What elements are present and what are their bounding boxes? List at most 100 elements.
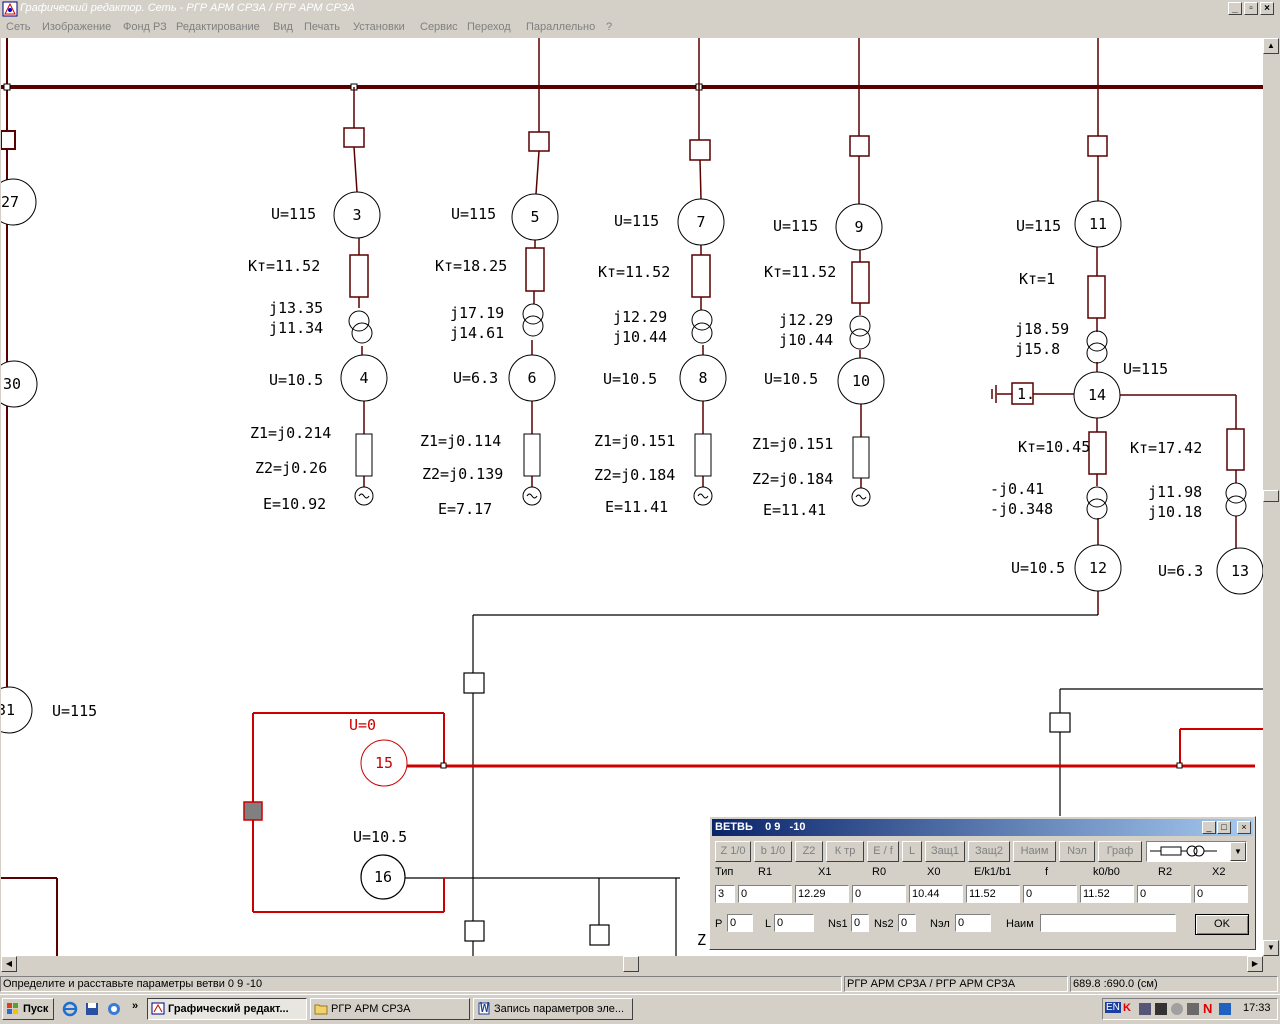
- scroll-down-button[interactable]: ▼: [1263, 940, 1279, 956]
- schematic-diagram[interactable]: U=115 Кт=11.52 j13.35 j11.34 U=10.5 Z1=j…: [1, 38, 1263, 956]
- menu-item-image[interactable]: Изображение: [42, 21, 112, 33]
- monitor-icon[interactable]: [1155, 1003, 1167, 1015]
- tab-b10[interactable]: b 1/0: [754, 841, 792, 862]
- node-3[interactable]: 3: [352, 206, 361, 224]
- tab-ef[interactable]: E / f: [867, 841, 899, 862]
- r2-field[interactable]: 0: [1137, 885, 1191, 903]
- node-5[interactable]: 5: [530, 208, 539, 226]
- selected-node-handle[interactable]: [243, 801, 263, 821]
- branch-9-10[interactable]: [849, 38, 870, 488]
- restore-button[interactable]: ▫: [1244, 2, 1258, 15]
- r1-field[interactable]: 0: [738, 885, 792, 903]
- e-k1-b1-field[interactable]: 11.52: [966, 885, 1020, 903]
- node-15[interactable]: 15: [375, 754, 393, 772]
- menu-item-print[interactable]: Печать: [304, 21, 341, 33]
- close-button[interactable]: ×: [1260, 2, 1274, 15]
- ns2-field[interactable]: 0: [898, 914, 916, 932]
- dialog-close-button[interactable]: ×: [1237, 821, 1251, 834]
- node-30[interactable]: 30: [3, 375, 21, 393]
- label-e-8: E=11.41: [605, 498, 668, 516]
- node-11[interactable]: 11: [1089, 215, 1107, 233]
- tray-app-icon[interactable]: [1187, 1003, 1199, 1015]
- ns1-field[interactable]: 0: [851, 914, 869, 932]
- norton-icon[interactable]: N: [1203, 1001, 1213, 1016]
- x1-field[interactable]: 12.29: [795, 885, 849, 903]
- network-icon[interactable]: [1139, 1003, 1151, 1015]
- node-10[interactable]: 10: [852, 372, 870, 390]
- tab-name[interactable]: Наим: [1013, 841, 1056, 862]
- horizontal-scrollbar[interactable]: ◀ ▶: [1, 956, 1263, 972]
- tab-zash2[interactable]: Защ2: [968, 841, 1010, 862]
- x0-field[interactable]: 10.44: [909, 885, 963, 903]
- tab-l[interactable]: L: [902, 841, 922, 862]
- menu-item-rz-fund[interactable]: Фонд РЗ: [123, 21, 167, 33]
- scroll-right-button[interactable]: ▶: [1247, 956, 1263, 972]
- menu-item-help[interactable]: ?: [606, 21, 613, 33]
- chevron-down-icon[interactable]: ▼: [1230, 842, 1246, 861]
- speaker-icon[interactable]: [1171, 1003, 1183, 1015]
- branch-7-8[interactable]: [689, 38, 711, 487]
- ie-icon[interactable]: [62, 1001, 78, 1017]
- tab-nel[interactable]: Nэл: [1059, 841, 1095, 862]
- outlook-icon[interactable]: [106, 1001, 122, 1017]
- p-field[interactable]: 0: [727, 914, 753, 932]
- l-field[interactable]: 0: [774, 914, 814, 932]
- node-16[interactable]: 16: [374, 868, 392, 886]
- tab-z10[interactable]: Z 1/0: [715, 841, 751, 862]
- node-27[interactable]: 27: [1, 193, 19, 211]
- branch-type-select[interactable]: ▼: [1146, 841, 1247, 862]
- menu-item-network[interactable]: Сеть: [6, 21, 31, 33]
- minimize-button[interactable]: _: [1228, 2, 1242, 15]
- task-graphic-editor[interactable]: Графический редакт...: [147, 998, 307, 1020]
- node-13[interactable]: 13: [1231, 562, 1249, 580]
- breaker-left[interactable]: [1, 130, 16, 150]
- lower-network[interactable]: [360, 614, 1263, 956]
- node-14[interactable]: 14: [1088, 386, 1106, 404]
- node-6[interactable]: 6: [527, 369, 536, 387]
- dialog-minimize-button[interactable]: _: [1202, 821, 1216, 834]
- save-disk-icon[interactable]: [84, 1001, 100, 1017]
- menu-item-view[interactable]: Вид: [273, 21, 293, 33]
- node-9[interactable]: 9: [854, 218, 863, 236]
- branch-5-6[interactable]: [525, 38, 550, 487]
- x2-field[interactable]: 0: [1194, 885, 1248, 903]
- menu-item-goto[interactable]: Переход: [467, 21, 511, 33]
- branch-11-14-12[interactable]: [991, 38, 1245, 615]
- tab-ktr[interactable]: К тр: [826, 841, 864, 862]
- dialog-maximize-button[interactable]: □: [1217, 821, 1231, 834]
- menu-item-settings[interactable]: Установки: [353, 21, 405, 33]
- node-4[interactable]: 4: [359, 369, 368, 387]
- scroll-up-button[interactable]: ▲: [1263, 38, 1279, 54]
- branch-3-4[interactable]: [343, 87, 369, 487]
- antivirus-icon[interactable]: K: [1123, 1002, 1131, 1014]
- task-rgr-arm-srza[interactable]: РГР АРМ СРЗА: [310, 998, 470, 1020]
- type-field[interactable]: 3: [715, 885, 735, 903]
- menu-item-service[interactable]: Сервис: [420, 21, 458, 33]
- start-button[interactable]: Пуск: [2, 998, 54, 1020]
- node-31[interactable]: 31: [1, 701, 15, 719]
- menu-item-parallel[interactable]: Параллельно: [526, 21, 596, 33]
- node-8[interactable]: 8: [698, 369, 707, 387]
- tab-zash1[interactable]: Защ1: [925, 841, 965, 862]
- name-field[interactable]: [1040, 914, 1176, 932]
- task-record-params[interactable]: W Запись параметров эле...: [473, 998, 633, 1020]
- horizontal-scroll-thumb[interactable]: [623, 956, 639, 972]
- scroll-left-button[interactable]: ◀: [1, 956, 17, 972]
- vertical-scroll-thumb[interactable]: [1263, 490, 1279, 502]
- tab-z2[interactable]: Z2: [795, 841, 823, 862]
- node-12[interactable]: 12: [1089, 559, 1107, 577]
- menu-item-edit[interactable]: Редактирование: [176, 21, 260, 33]
- language-indicator[interactable]: EN: [1105, 1002, 1121, 1013]
- node-7[interactable]: 7: [696, 213, 705, 231]
- k0-b0-field[interactable]: 11.52: [1080, 885, 1134, 903]
- tray-shield-icon[interactable]: [1219, 1003, 1231, 1015]
- vertical-scrollbar[interactable]: ▲ ▼: [1263, 38, 1279, 956]
- f-field[interactable]: 0: [1023, 885, 1077, 903]
- quicklaunch-chevron[interactable]: »: [132, 1000, 139, 1012]
- tab-graph[interactable]: Граф: [1098, 841, 1142, 862]
- selected-branch-loop[interactable]: [252, 712, 1263, 913]
- r0-field[interactable]: 0: [852, 885, 906, 903]
- nel-field[interactable]: 0: [955, 914, 991, 932]
- ok-button[interactable]: OK: [1195, 914, 1249, 935]
- schematic-canvas[interactable]: U=115 Кт=11.52 j13.35 j11.34 U=10.5 Z1=j…: [1, 38, 1263, 956]
